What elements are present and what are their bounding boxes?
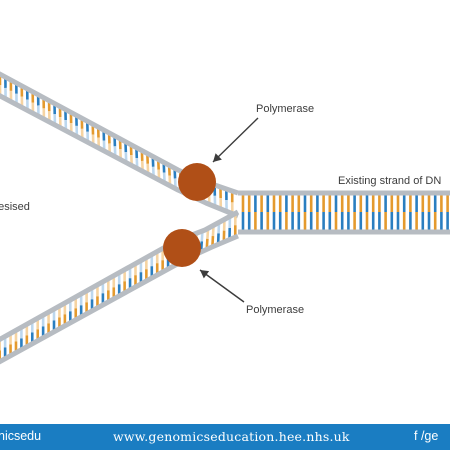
arrow-to-bottom-polymerase-head bbox=[200, 270, 210, 279]
arrow-to-top-polymerase bbox=[212, 117, 259, 163]
footer-social-link[interactable]: f /ge bbox=[414, 429, 439, 443]
newly-synthesised-label-line1: hesised bbox=[0, 201, 30, 213]
existing-strand-label: Existing strand of DN bbox=[338, 175, 442, 187]
existing-double-strand bbox=[238, 190, 450, 235]
lower-arm bbox=[0, 209, 240, 365]
footer-website-link[interactable]: www.genomicseducation.hee.nhs.uk bbox=[113, 429, 350, 444]
footer-bar: nicsedu www.genomicseducation.hee.nhs.uk… bbox=[0, 424, 450, 450]
dna-strands bbox=[0, 71, 450, 365]
arrow-to-bottom-polymerase bbox=[199, 269, 245, 303]
arrow-to-top-polymerase-head bbox=[213, 153, 222, 162]
polymerase-bottom-circle bbox=[163, 229, 201, 267]
polymerase-top-label: Polymerase bbox=[256, 103, 315, 115]
lower-arm-backbone bbox=[0, 233, 239, 365]
pointer-arrows bbox=[199, 117, 259, 303]
footer-handle[interactable]: nicsedu bbox=[0, 429, 42, 443]
polymerase-top-circle bbox=[178, 163, 216, 201]
polymerase-bottom-label: Polymerase bbox=[246, 304, 305, 316]
